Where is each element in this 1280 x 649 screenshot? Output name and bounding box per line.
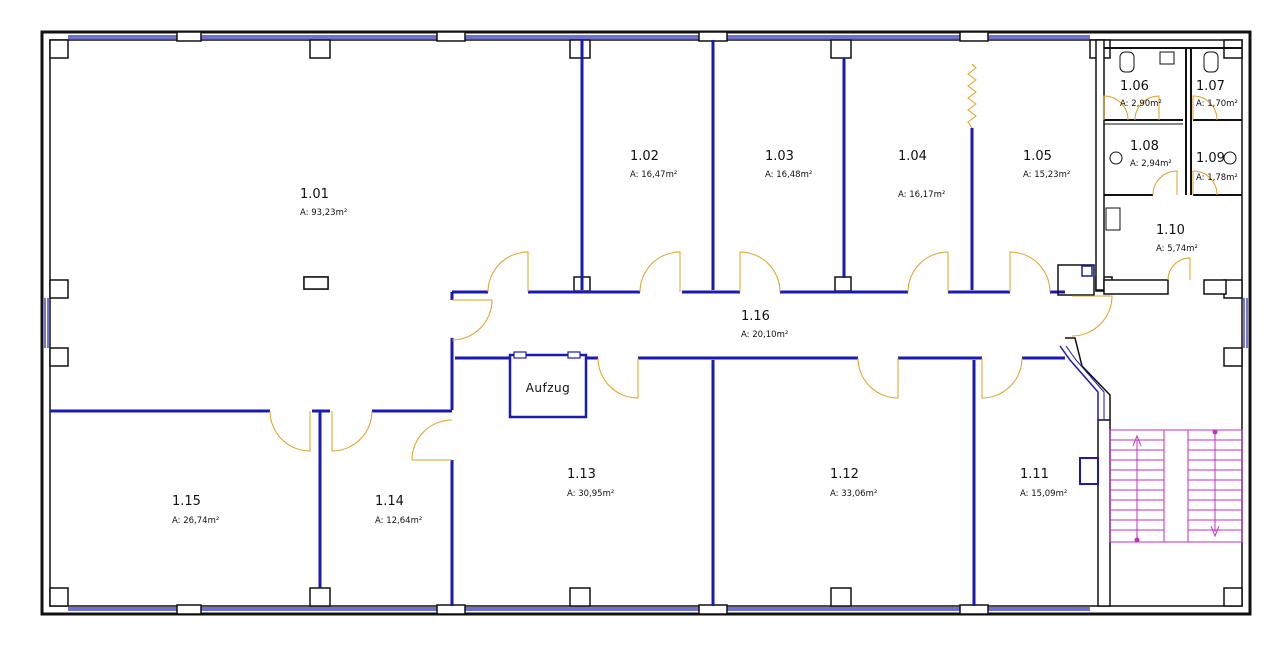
room-1-02-area: A: 16,47m²	[630, 170, 677, 180]
room-1-10-number: 1.10	[1156, 223, 1185, 238]
room-1-10-area: A: 5,74m²	[1156, 244, 1198, 254]
room-1-04-number: 1.04	[898, 149, 927, 164]
room-1-06-area: A: 2,90m²	[1120, 99, 1162, 109]
partitions	[50, 40, 1065, 606]
doors	[269, 95, 1218, 461]
elevator-label: Aufzug	[526, 381, 571, 395]
room-1-08-number: 1.08	[1130, 139, 1159, 154]
room-1-15-area: A: 26,74m²	[172, 516, 219, 526]
room-1-12-area: A: 33,06m²	[830, 489, 877, 499]
room-1-14-area: A: 12,64m²	[375, 516, 422, 526]
room-1-01-number: 1.01	[300, 187, 329, 202]
folding-wall	[967, 63, 977, 129]
room-1-14-number: 1.14	[375, 494, 404, 509]
sanitary-block	[1057, 39, 1242, 607]
room-labels: 1.01 A: 93,23m² 1.02 A: 16,47m² 1.03 A: …	[172, 79, 1238, 526]
room-1-03-number: 1.03	[765, 149, 794, 164]
stairs	[1109, 429, 1243, 543]
outer-walls	[40, 30, 1252, 616]
columns	[49, 31, 1243, 615]
room-1-11-number: 1.11	[1020, 467, 1049, 482]
room-1-12-number: 1.12	[830, 467, 859, 482]
room-1-11-area: A: 15,09m²	[1020, 489, 1067, 499]
room-1-07-number: 1.07	[1196, 79, 1225, 94]
room-1-15-number: 1.15	[172, 494, 201, 509]
room-1-09-area: A: 1,78m²	[1196, 173, 1238, 183]
room-1-07-area: A: 1,70m²	[1196, 99, 1238, 109]
room-1-04-area: A: 16,17m²	[898, 190, 945, 200]
elevator: Aufzug	[508, 351, 588, 419]
room-1-09-number: 1.09	[1196, 151, 1225, 166]
room-1-16-area: A: 20,10m²	[741, 330, 788, 340]
room-1-06-number: 1.06	[1120, 79, 1149, 94]
room-1-13-area: A: 30,95m²	[567, 489, 614, 499]
room-1-03-area: A: 16,48m²	[765, 170, 812, 180]
room-1-13-number: 1.13	[567, 467, 596, 482]
room-1-08-area: A: 2,94m²	[1130, 159, 1172, 169]
room-1-05-area: A: 15,23m²	[1023, 170, 1070, 180]
room-1-16-number: 1.16	[741, 309, 770, 324]
room-1-05-number: 1.05	[1023, 149, 1052, 164]
room-1-01-area: A: 93,23m²	[300, 208, 347, 218]
room-1-02-number: 1.02	[630, 149, 659, 164]
